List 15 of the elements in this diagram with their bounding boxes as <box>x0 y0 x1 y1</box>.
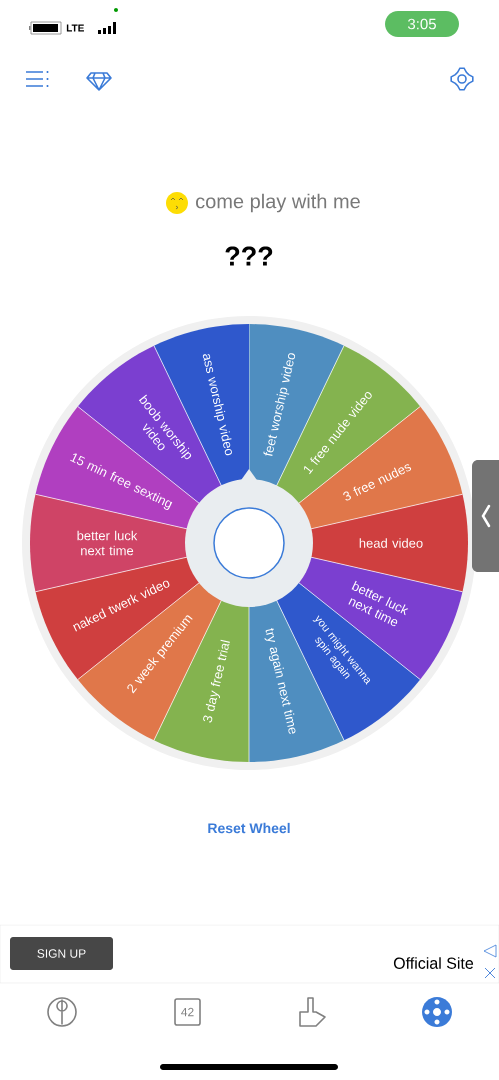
sign-up-button: SIGN UP <box>10 937 113 970</box>
title: come play with me <box>196 193 360 213</box>
segment-label: ass worship video <box>202 353 232 456</box>
segment-label: try again next time <box>264 628 296 734</box>
time-pill: 3:05 <box>385 11 459 37</box>
segment-label: head video <box>359 538 423 548</box>
ad-text: Official Site <box>393 957 474 969</box>
result-text: ??? <box>225 246 273 266</box>
network-label: LTE <box>66 24 84 32</box>
segment-label: feet worship video <box>263 353 296 456</box>
segment-label: 3 free nudes <box>343 464 412 501</box>
segment-label: 3 day free trial <box>203 639 230 723</box>
segment-label: better luck next time <box>348 580 409 627</box>
segment-label: better luck next time <box>77 530 138 556</box>
reset-link: Reset Wheel <box>208 822 290 834</box>
